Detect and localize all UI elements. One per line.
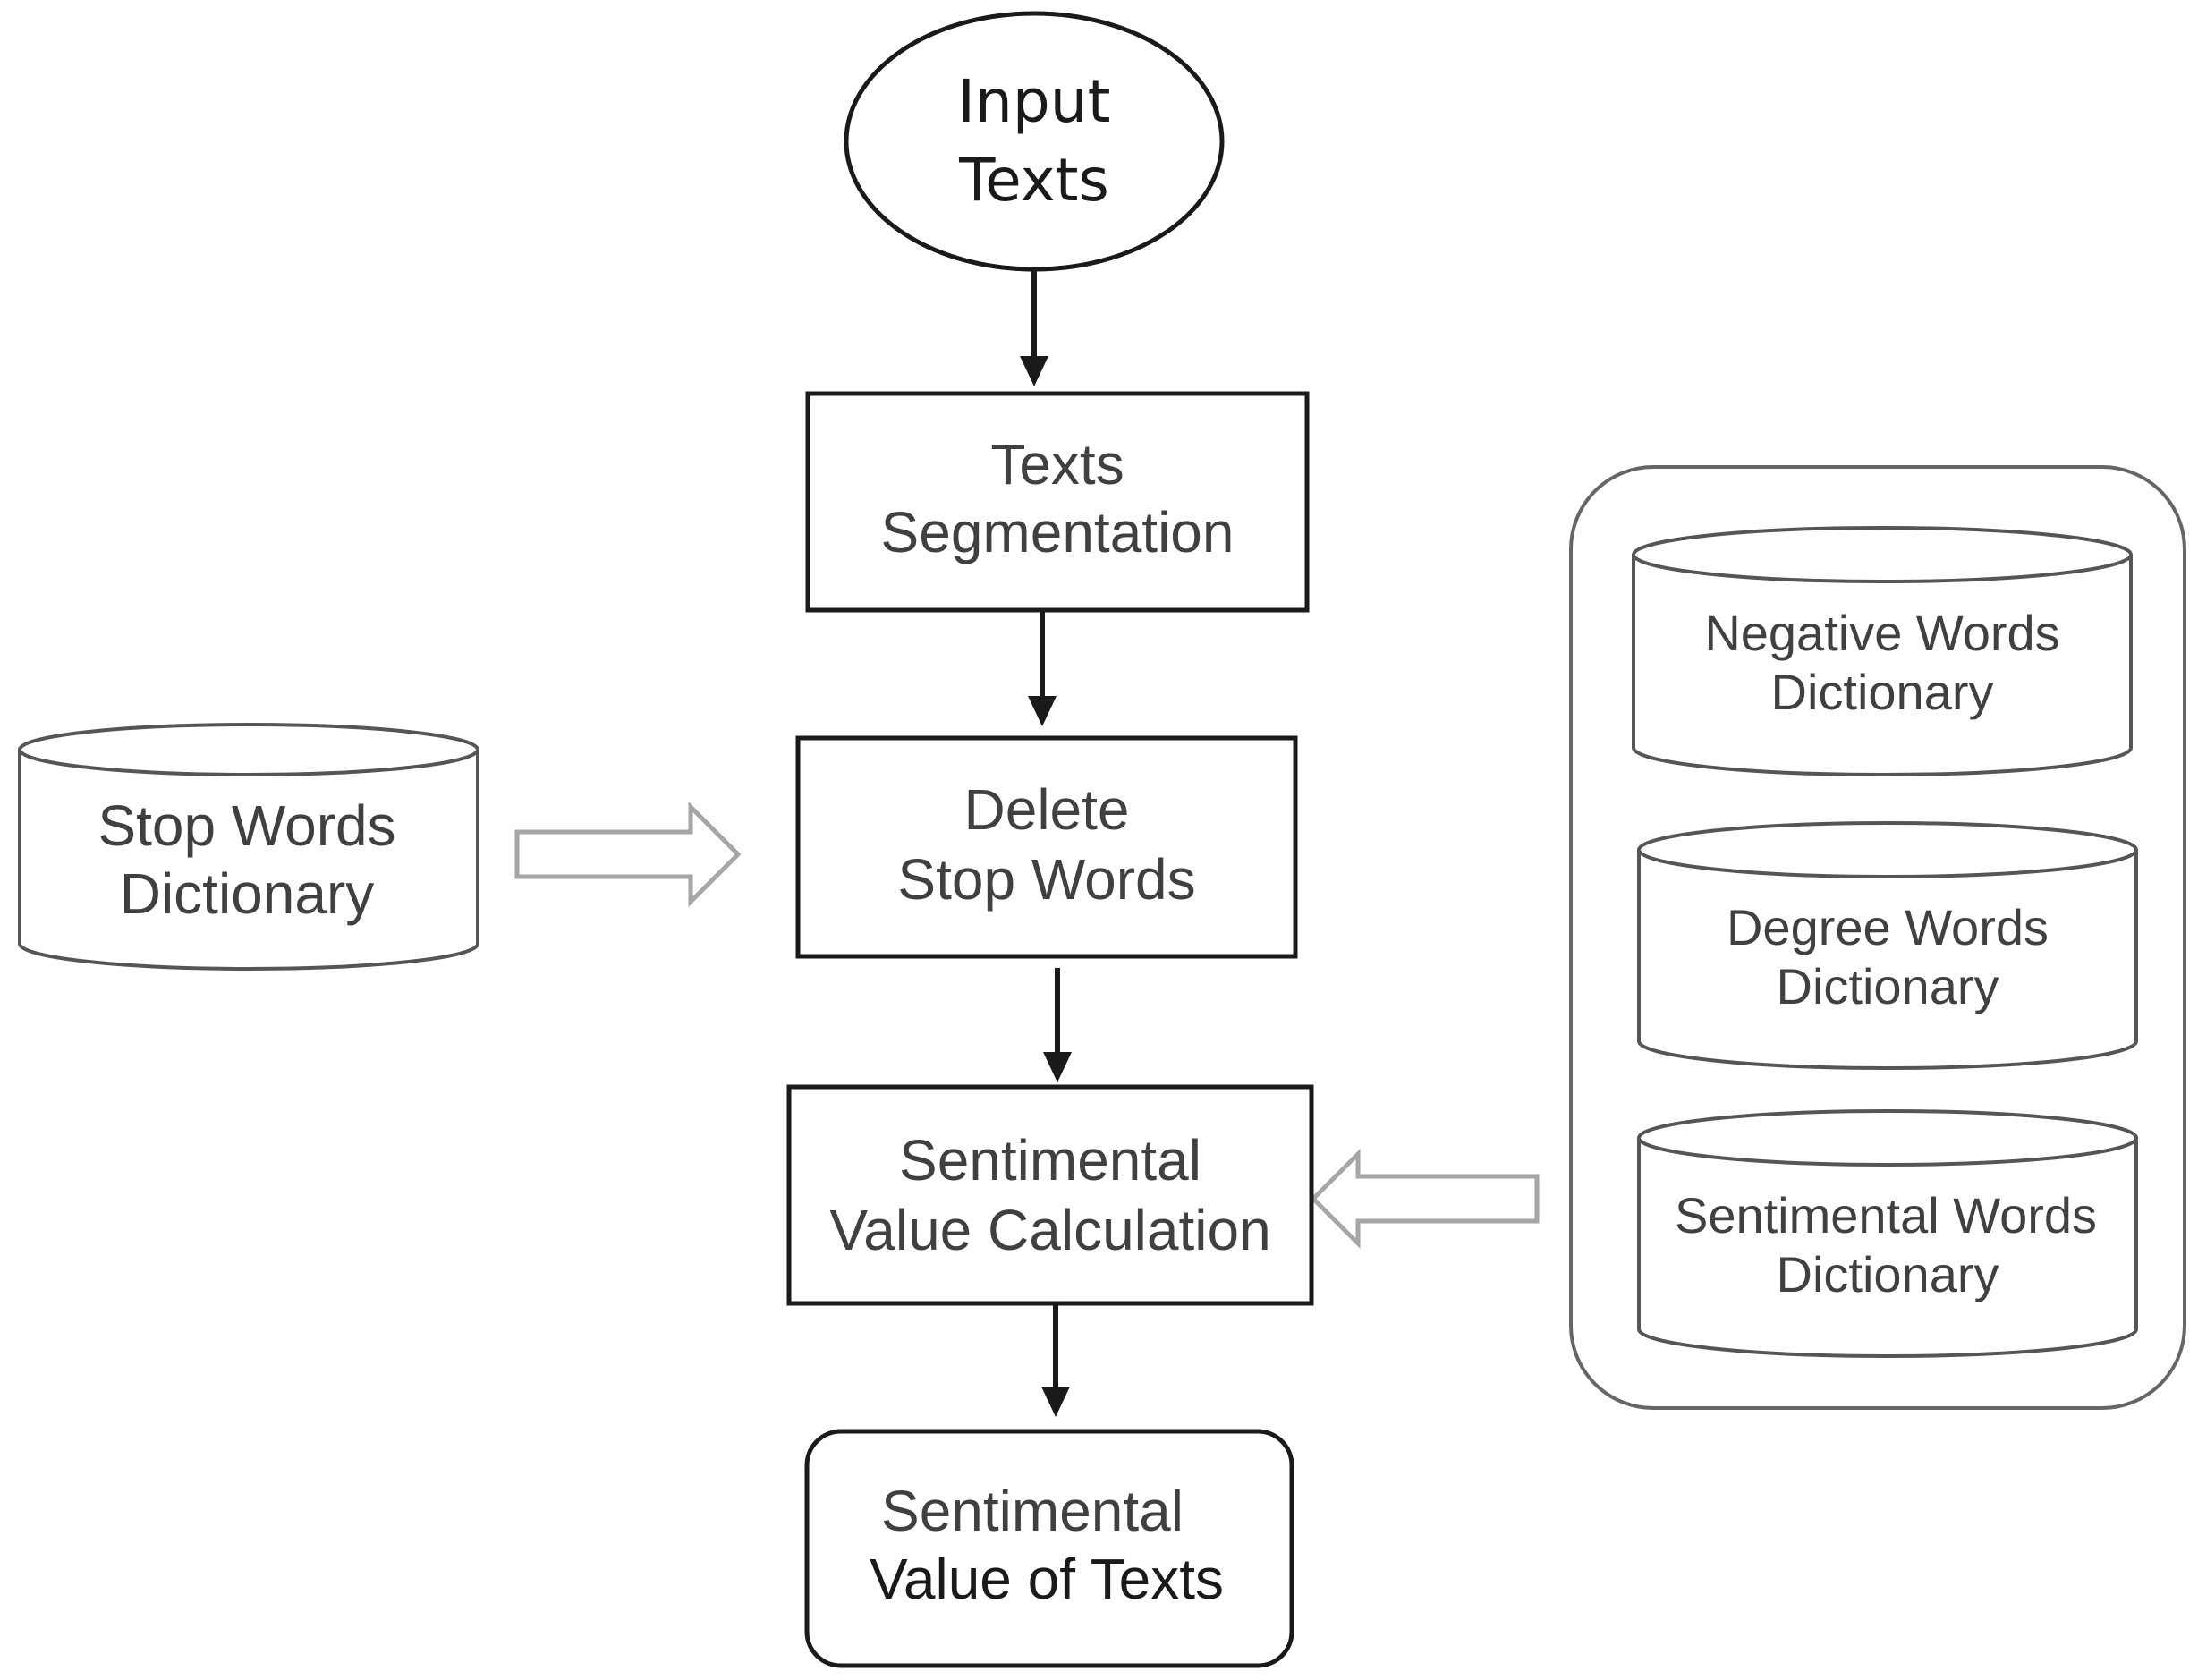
stop-words-cylinder-body <box>18 750 479 971</box>
dictionary-group-container <box>1569 465 2186 1410</box>
stop-words-label-line-2: Dictionary <box>120 861 375 926</box>
negative-cylinder-body <box>1632 555 2133 776</box>
sentimental-label-line-2: Dictionary <box>1777 1246 1999 1302</box>
delete-stop-words-node: Delete Stop Words <box>795 735 1298 959</box>
segmentation-box <box>805 391 1310 613</box>
output-label-line-1: Sentimental <box>881 1479 1184 1543</box>
input-label-line-2: Texts <box>958 146 1109 215</box>
input-node: Input Texts <box>844 11 1225 272</box>
arrowhead-calculation-to-output <box>1041 1387 1070 1417</box>
segmentation-label-line-1: Texts <box>990 432 1124 496</box>
calculation-label-line-2: Value Calculation <box>829 1198 1270 1262</box>
hollow-arrow-stop-words-to-delete <box>514 801 742 908</box>
input-ellipse <box>844 11 1225 272</box>
sentimental-cylinder-top <box>1637 1109 2138 1167</box>
delete-stop-words-label-line-1: Delete <box>964 777 1130 842</box>
output-box <box>804 1429 1294 1668</box>
hollow-arrow-dictionaries-to-calculation <box>1310 1148 1540 1250</box>
output-label-line-2: Value of Texts <box>870 1547 1224 1611</box>
negative-label-line-1: Negative Words <box>1704 605 2059 661</box>
segmentation-node: Texts Segmentation <box>805 391 1310 613</box>
calculation-label-line-1: Sentimental <box>899 1128 1201 1192</box>
calculation-box <box>786 1084 1314 1306</box>
degree-label-line-1: Degree Words <box>1727 899 2049 955</box>
arrowhead-segmentation-to-delete <box>1028 696 1057 726</box>
arrowhead-input-to-segmentation <box>1020 356 1048 386</box>
output-node: Sentimental Value of Texts <box>804 1429 1294 1668</box>
negative-words-dictionary: Negative Words Dictionary <box>1632 526 2133 776</box>
negative-cylinder-top <box>1632 526 2133 583</box>
degree-cylinder-top <box>1637 821 2138 878</box>
sentimental-words-dictionary: Sentimental Words Dictionary <box>1637 1109 2138 1358</box>
stop-words-label-line-1: Stop Words <box>98 793 395 858</box>
stop-words-dictionary: Stop Words Dictionary <box>18 723 479 971</box>
calculation-node: Sentimental Value Calculation <box>786 1084 1314 1306</box>
arrowhead-delete-to-calculation <box>1043 1052 1072 1082</box>
stop-words-cylinder-top <box>18 723 479 776</box>
sentimental-cylinder-body <box>1637 1138 2138 1358</box>
negative-label-line-2: Dictionary <box>1771 664 1994 720</box>
segmentation-label-line-2: Segmentation <box>881 500 1235 564</box>
delete-stop-words-box <box>795 735 1298 959</box>
degree-label-line-2: Dictionary <box>1777 958 1999 1014</box>
degree-cylinder-body <box>1637 850 2138 1070</box>
input-label-line-1: Input <box>958 67 1111 136</box>
delete-stop-words-label-line-2: Stop Words <box>897 847 1195 912</box>
sentimental-label-line-1: Sentimental Words <box>1675 1187 2097 1243</box>
degree-words-dictionary: Degree Words Dictionary <box>1637 821 2138 1070</box>
